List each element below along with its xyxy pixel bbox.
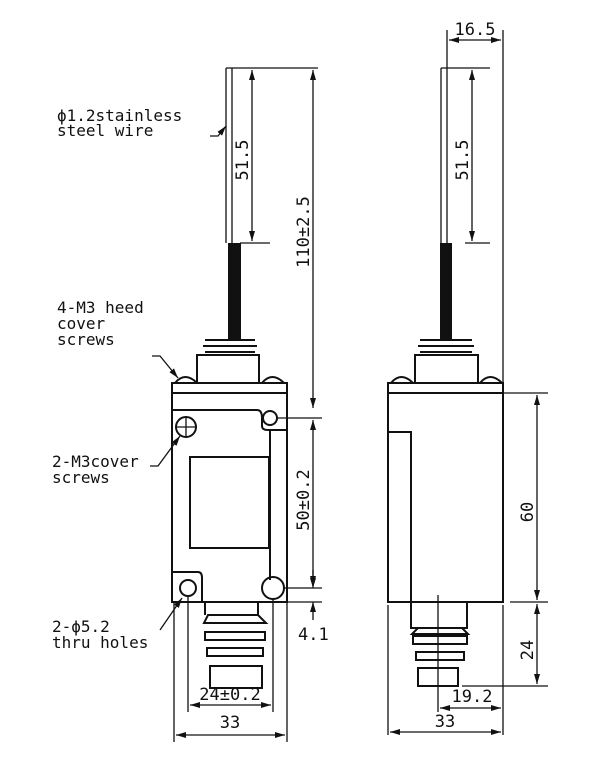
label-heed-2: cover: [57, 314, 106, 333]
side-view: 16.5 51.5 60 24 19.2 33: [387, 20, 548, 735]
dim-front-width: 33: [220, 713, 240, 733]
label-cover-2: screws: [52, 468, 110, 487]
side-body: [387, 392, 504, 603]
dim-front-offset: 4.1: [298, 625, 329, 645]
front-view: 51.5 110±2.5 50±0.2 4.1 24±0.2 33 ϕ1.2st…: [52, 67, 329, 742]
dim-side-top: 16.5: [455, 20, 496, 40]
head-block: [196, 354, 260, 384]
label-wire-2: steel wire: [57, 121, 153, 140]
body: [171, 392, 288, 603]
dim-side-plunger: 24: [518, 640, 538, 660]
dim-front-wire: 51.5: [233, 140, 253, 181]
label-holes-2: thru holes: [52, 633, 148, 652]
label-heed-3: screws: [57, 330, 115, 349]
dim-side-width: 33: [435, 712, 455, 732]
label-cover-screws: 2-M3cover: [52, 452, 139, 471]
dim-side-body: 60: [518, 502, 538, 522]
dim-side-offset: 19.2: [452, 687, 493, 707]
dim-side-wire: 51.5: [453, 140, 473, 181]
label-thru-holes: 2-ϕ5.2: [52, 617, 110, 636]
wire-sleeve: [228, 243, 241, 340]
dim-front-hole-h: 24±0.2: [199, 685, 260, 705]
dim-front-total: 110±2.5: [294, 196, 314, 268]
window: [189, 456, 270, 549]
dim-front-hole-v: 50±0.2: [294, 469, 314, 530]
label-heed-screws: 4-M3 heed: [57, 298, 144, 317]
label-wire: ϕ1.2stainless: [57, 106, 182, 125]
side-wire-sleeve: [440, 243, 452, 340]
